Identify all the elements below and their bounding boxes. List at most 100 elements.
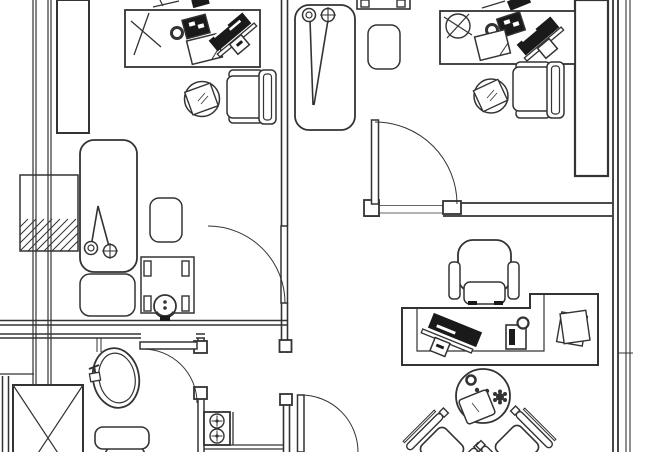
exec-chair-foot-2	[494, 301, 503, 305]
phone-a-key-2	[197, 23, 205, 29]
phone-c-dial	[516, 316, 530, 330]
desk-a-lamp-cross	[130, 12, 162, 56]
stool-a	[149, 197, 183, 243]
top-opening-jamb-1	[360, 0, 370, 8]
top-opening-jamb-2	[396, 0, 406, 8]
armchair-right-nub-2	[509, 404, 521, 417]
exam-bed-a-knob-outer	[83, 240, 99, 256]
phone-b-key-2	[512, 21, 520, 27]
cutoff-equip-b	[481, 0, 506, 9]
side-table-a-mark-br	[181, 295, 190, 312]
exam-bed-b	[294, 4, 356, 131]
side-table-a-mark-tr	[181, 260, 190, 277]
exam-bed-a-knob-inner	[87, 244, 95, 252]
stove-burner-2-dot	[215, 434, 219, 438]
exam-bed-a	[79, 139, 138, 273]
exam-bed-b-instrument	[309, 19, 329, 106]
armchair-left-seat	[419, 426, 465, 452]
door-arc-left-room	[207, 225, 286, 304]
keyboard-b-keys	[521, 28, 537, 42]
armchair-left-nub-1	[438, 406, 450, 419]
exam-bed-a-dial-cross	[102, 243, 118, 259]
plant-petal-6	[493, 392, 497, 396]
stool-b	[367, 24, 401, 70]
exec-chair-seat	[463, 281, 506, 305]
armchair-left-outer-rail-1	[402, 409, 437, 444]
chair-a-back-inner	[262, 73, 273, 121]
cup-1	[465, 374, 477, 386]
phone-a-handset	[170, 26, 184, 40]
door-arc-bottom	[300, 394, 359, 452]
cup-2	[474, 387, 480, 393]
keyboard-c	[427, 312, 483, 348]
fan-scale-dot-2	[163, 306, 167, 310]
armchair-right-seat	[494, 424, 540, 452]
phone-b-key-1	[503, 19, 511, 25]
exam-bed-b-knob-inner	[305, 11, 313, 19]
door-arc-bathroom	[142, 348, 198, 404]
cpu-a-slot	[235, 40, 244, 47]
desk-c-inner	[416, 294, 545, 352]
sink-basin-inner	[98, 352, 136, 404]
faucet-base	[88, 371, 102, 383]
trash-bin-a-paper-lines	[197, 92, 209, 105]
keyboard-a-keys-1	[213, 24, 229, 38]
phone-a-body	[181, 13, 211, 40]
desk-b-lamp-cross	[443, 13, 473, 39]
jamb-block-d	[442, 200, 462, 215]
cutoff-equip-a	[152, 0, 180, 8]
paper-b-fold	[499, 42, 509, 56]
stove-burner-1-dot	[215, 419, 219, 423]
chair-b-back-inner	[550, 65, 561, 115]
exam-bed-a-instrument	[90, 205, 111, 251]
jamb-block-a	[278, 339, 293, 353]
side-table-a-mark-bl	[143, 295, 152, 312]
magazine	[458, 389, 496, 425]
plant-center	[496, 393, 504, 401]
fan-scale-base	[160, 316, 170, 321]
magazine-lines	[471, 402, 480, 413]
hatched-pier	[19, 174, 79, 252]
keyboard-a	[208, 12, 252, 52]
ottoman-a	[79, 273, 136, 317]
plant-petal-1	[498, 389, 502, 394]
keyboard-c-keys	[436, 324, 456, 335]
keyboard-a-keys-2	[228, 19, 242, 31]
side-table-a-mark-tl	[143, 260, 152, 277]
jamb-block-f	[193, 386, 208, 400]
exec-chair-foot-1	[468, 301, 477, 305]
cpu-c-slot	[435, 343, 445, 350]
elevator-shaft	[12, 384, 84, 452]
cutoff-equip-b-item	[506, 0, 532, 11]
trash-bin-b-paper	[472, 78, 509, 113]
door-leaf-top-right	[370, 119, 380, 205]
trash-bin-b-paper-lines	[486, 89, 498, 102]
phone-a-key-1	[188, 21, 196, 27]
door-leaf-left-room	[280, 225, 289, 304]
exam-bed-b-dial-cross	[320, 7, 336, 23]
keyboard-b	[516, 16, 560, 56]
toilet-tank	[94, 426, 150, 450]
armchair-right-outer-rail-2	[522, 407, 557, 442]
top-opening-frame	[356, 0, 411, 10]
armchair-right-nub-1	[474, 439, 487, 451]
cutoff-equip-a-item	[191, 0, 210, 9]
jamb-block-b	[279, 393, 293, 406]
exam-bed-b-knob-outer	[301, 7, 317, 23]
desk-c-outline	[401, 293, 599, 366]
chair-b-back-outer	[546, 61, 565, 119]
duct-pillar	[56, 0, 90, 134]
elevator-x	[12, 384, 84, 452]
plant-petal-5	[493, 398, 497, 402]
column-top-right	[573, 0, 610, 178]
chair-a-back-outer	[258, 69, 277, 125]
cpu-b	[536, 37, 559, 60]
phone-c-bar	[509, 329, 515, 345]
plant-petal-3	[503, 398, 507, 402]
fan-scale-dot-1	[163, 300, 167, 304]
door-leaf-bottom	[296, 394, 305, 452]
trash-bin-a-paper	[183, 82, 220, 116]
door-arc-top-right	[374, 121, 458, 205]
